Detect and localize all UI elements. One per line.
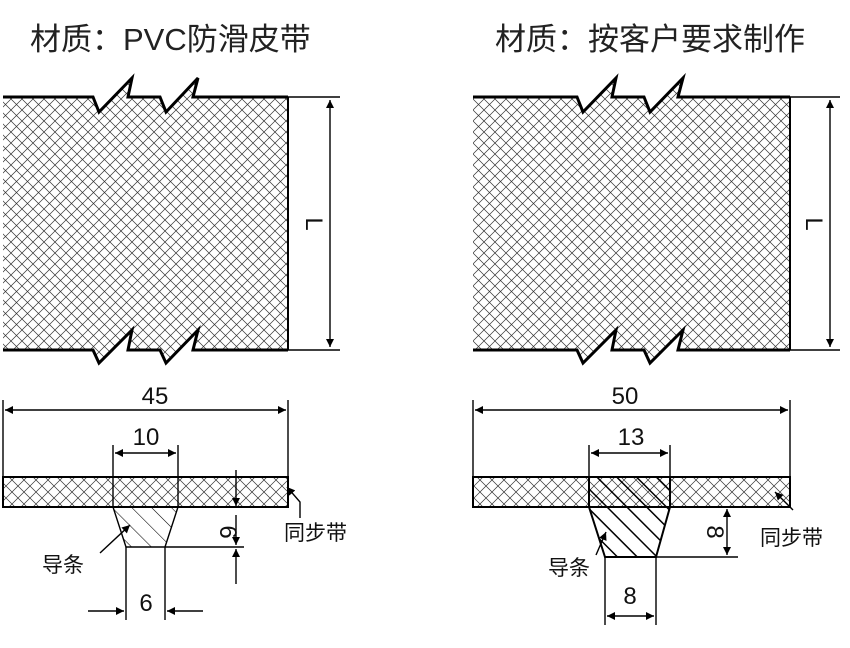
- left-width-label: 45: [142, 383, 169, 410]
- right-guide-strip: [588, 476, 671, 558]
- left-guide-height-label: 6: [214, 525, 241, 538]
- left-guide-bottom-label: 6: [139, 590, 152, 617]
- left-panel: 材质：PVC防滑皮带 L 45 10 6: [2, 22, 347, 620]
- right-belt-top-view: [473, 78, 790, 363]
- right-length-label: L: [800, 217, 827, 230]
- left-guide-label: 导条: [42, 553, 84, 577]
- left-title: 材质：PVC防滑皮带: [30, 22, 311, 57]
- right-title: 材质：按客户要求制作: [495, 22, 805, 57]
- right-guide-height-label: 8: [701, 525, 728, 538]
- right-guide-width-label: 13: [618, 424, 645, 451]
- right-belt-label: 同步带: [760, 526, 823, 550]
- right-panel: 材质：按客户要求制作 L 50 13 8 8: [472, 22, 840, 625]
- left-guide-width-label: 10: [133, 424, 160, 451]
- right-width-label: 50: [612, 383, 639, 410]
- left-belt-section: [2, 476, 289, 508]
- left-length-label: L: [300, 217, 327, 230]
- left-guide-strip: [112, 506, 179, 548]
- left-belt-label: 同步带: [284, 521, 347, 545]
- right-guide-bottom-label: 8: [623, 583, 636, 610]
- left-belt-top-view: [3, 78, 288, 363]
- right-guide-label: 导条: [548, 556, 590, 580]
